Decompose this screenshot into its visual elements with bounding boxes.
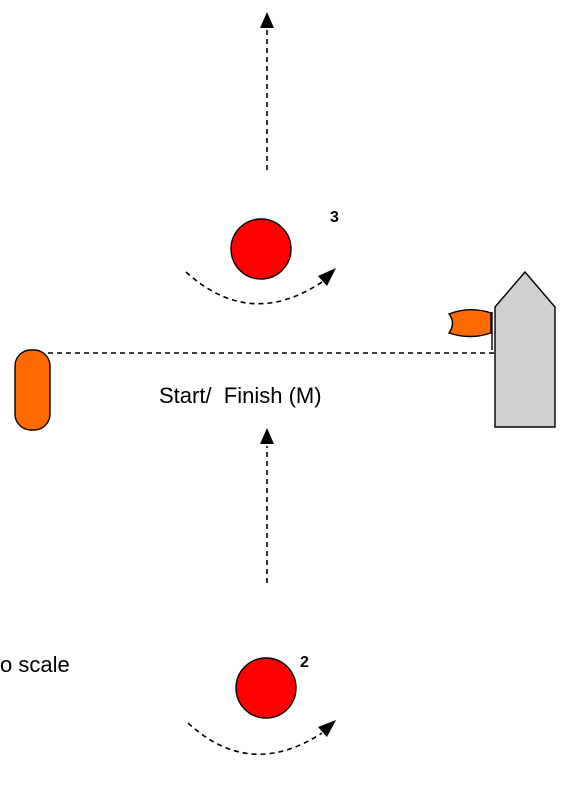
mark-3-buoy [230, 218, 292, 280]
mark-2-buoy [235, 657, 297, 719]
pin-end-buoy [14, 349, 51, 431]
scale-note: o scale [0, 652, 70, 677]
mark-3-rounding-arrow [185, 268, 336, 305]
upwind-course-arrow [260, 12, 274, 170]
committee-boat [494, 270, 556, 428]
mark-2-rounding-arrow [187, 720, 336, 756]
mark-3-label: 3 [330, 209, 339, 226]
course-arrow-from-mark-2 [260, 428, 274, 583]
flag-icon [447, 309, 493, 350]
start-finish-label: Start/ Finish (M) [159, 383, 322, 408]
mark-2-label: 2 [300, 654, 309, 671]
